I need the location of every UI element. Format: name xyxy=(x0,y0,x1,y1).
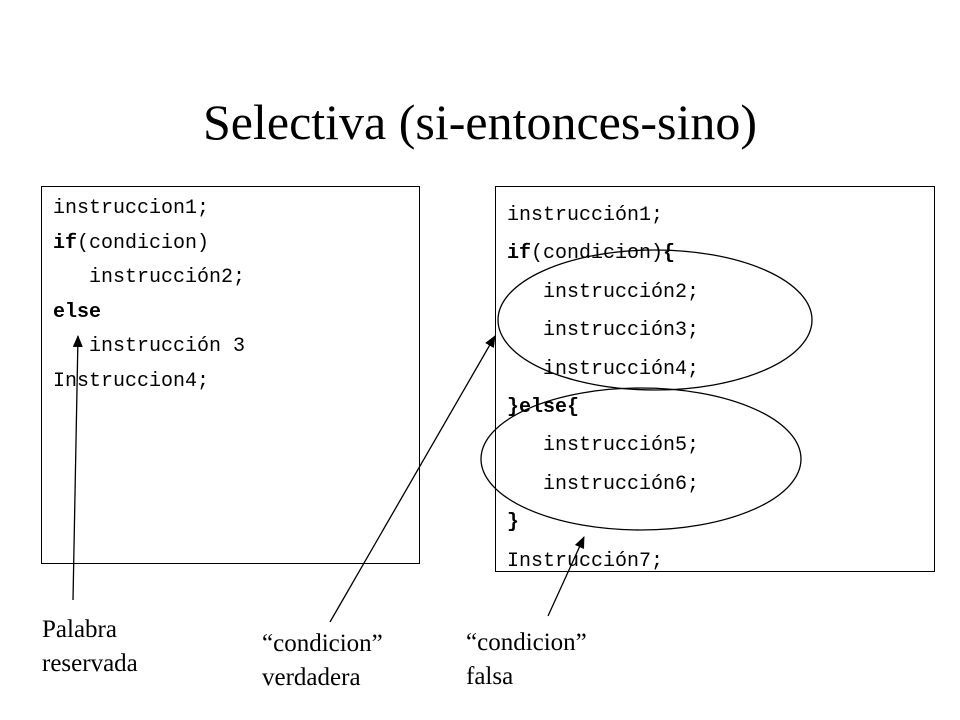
label-line: Palabra xyxy=(42,616,117,643)
keyword-else: else xyxy=(53,300,102,324)
true-condition-label: “condicion” verdadera xyxy=(262,627,383,695)
code-line: instrucción4; xyxy=(507,351,934,389)
keyword-else: else xyxy=(519,396,568,420)
code-line: Instruccion4; xyxy=(53,365,419,400)
code-text: instrucción1; xyxy=(507,204,664,227)
code-line: instrucción1; xyxy=(507,197,934,235)
code-line: instrucción 3 xyxy=(53,330,419,365)
code-text: (condicion) xyxy=(77,231,210,255)
code-text: instruccion1; xyxy=(53,197,210,220)
code-line: instrucción2; xyxy=(507,274,934,312)
code-line: instrucción2; xyxy=(53,261,419,296)
code-line: if(condicion){ xyxy=(507,235,934,273)
label-line: verdadera xyxy=(262,664,361,691)
close-brace: } xyxy=(507,511,520,535)
reserved-word-label: Palabra reservada xyxy=(42,613,138,681)
code-text: Instruccion4; xyxy=(53,369,210,393)
code-line: Instrucción7; xyxy=(507,543,934,581)
code-text: instrucción5; xyxy=(543,434,700,458)
code-text: instrucción3; xyxy=(543,319,700,343)
code-block-block-if-else: instrucción1; if(condicion){ instrucción… xyxy=(495,186,935,573)
code-line: instruccion1; xyxy=(53,192,419,227)
open-brace: { xyxy=(567,396,580,420)
code-line: else xyxy=(53,296,419,331)
code-line: instrucción3; xyxy=(507,312,934,350)
open-brace: { xyxy=(663,242,676,266)
code-line: }else{ xyxy=(507,389,934,427)
code-text: instrucción6; xyxy=(543,472,700,496)
code-line: instrucción5; xyxy=(507,427,934,465)
label-line: reservada xyxy=(42,650,138,677)
code-line: instrucción6; xyxy=(507,466,934,504)
label-line: “condicion” xyxy=(262,630,383,657)
code-text: instrucción2; xyxy=(89,266,246,289)
keyword-if: if xyxy=(507,242,532,266)
slide-title: Selectiva (si-entonces-sino) xyxy=(203,94,757,150)
code-text: instrucción4; xyxy=(543,357,700,381)
code-text: Instrucción7; xyxy=(507,549,664,573)
close-brace: } xyxy=(507,396,520,420)
keyword-if: if xyxy=(53,231,78,255)
code-text: instrucción 3 xyxy=(89,335,246,358)
code-line: if(condicion) xyxy=(53,227,419,262)
label-line: “condicion” xyxy=(466,629,587,656)
code-block-simple-if-else: instruccion1; if(condicion) instrucción2… xyxy=(41,186,420,564)
code-text: (condicion) xyxy=(531,242,664,266)
code-text: instrucción2; xyxy=(543,280,700,304)
label-line: falsa xyxy=(466,663,514,690)
code-line: } xyxy=(507,504,934,542)
false-condition-label: “condicion” falsa xyxy=(466,626,587,694)
